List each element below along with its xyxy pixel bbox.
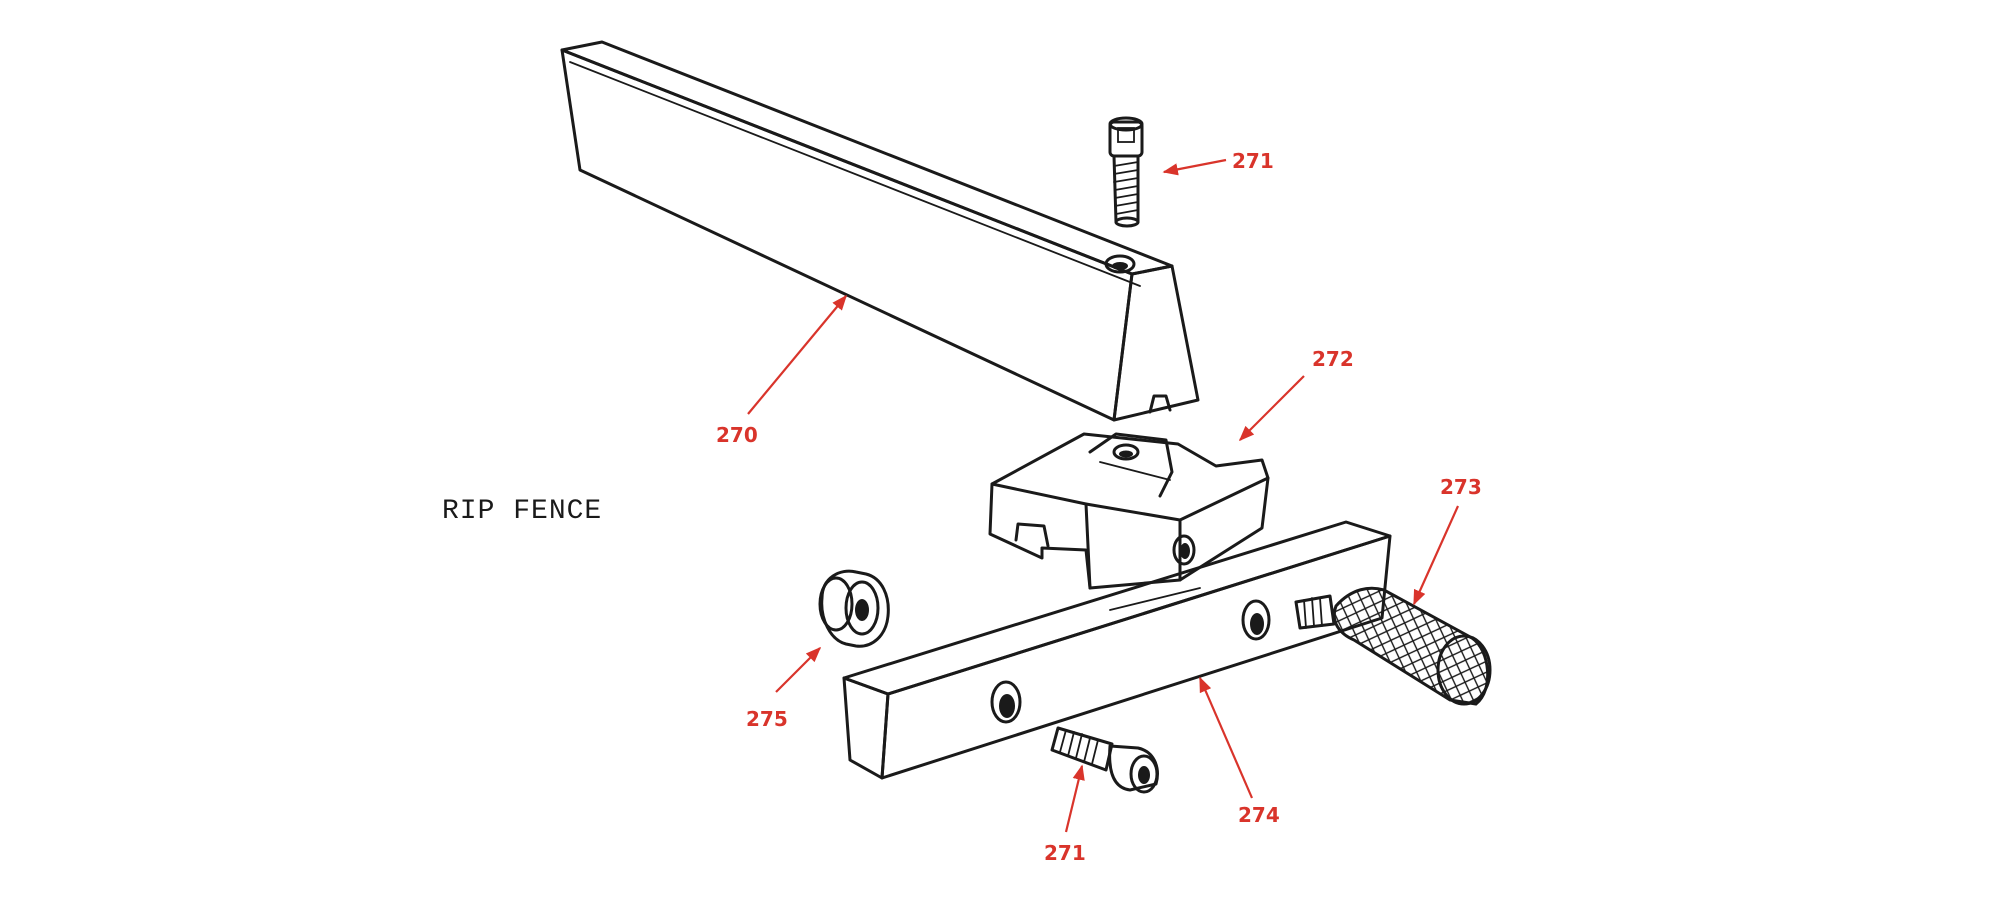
callout-275: 275	[746, 707, 788, 731]
fence-head-part-272	[988, 432, 1270, 590]
rail-part-274	[842, 520, 1392, 780]
leader-271-bottom	[1064, 764, 1085, 833]
callout-270: 270	[716, 423, 758, 447]
callout-272: 272	[1312, 347, 1354, 371]
diagram-title: RIP FENCE	[442, 496, 602, 527]
leader-273	[1412, 505, 1460, 606]
callout-274: 274	[1238, 803, 1280, 827]
callout-273: 273	[1440, 475, 1482, 499]
fence-bar-part-270	[560, 40, 1200, 422]
leader-272	[1238, 375, 1305, 442]
leader-271-top	[1162, 158, 1227, 176]
callout-271-bottom: 271	[1044, 841, 1086, 865]
callout-labels: 270 271 272 273 275 271 274	[716, 149, 1482, 865]
leader-274	[1198, 676, 1254, 799]
cap-screw-part-271-top	[1108, 116, 1144, 228]
knurled-knob-part-273	[1294, 586, 1492, 706]
leader-275	[775, 646, 822, 693]
leader-lines	[747, 158, 1460, 833]
leader-270	[747, 294, 847, 415]
cap-screw-part-271-bottom	[1050, 726, 1159, 794]
callout-271-top: 271	[1232, 149, 1274, 173]
spacer-part-275	[818, 569, 890, 648]
